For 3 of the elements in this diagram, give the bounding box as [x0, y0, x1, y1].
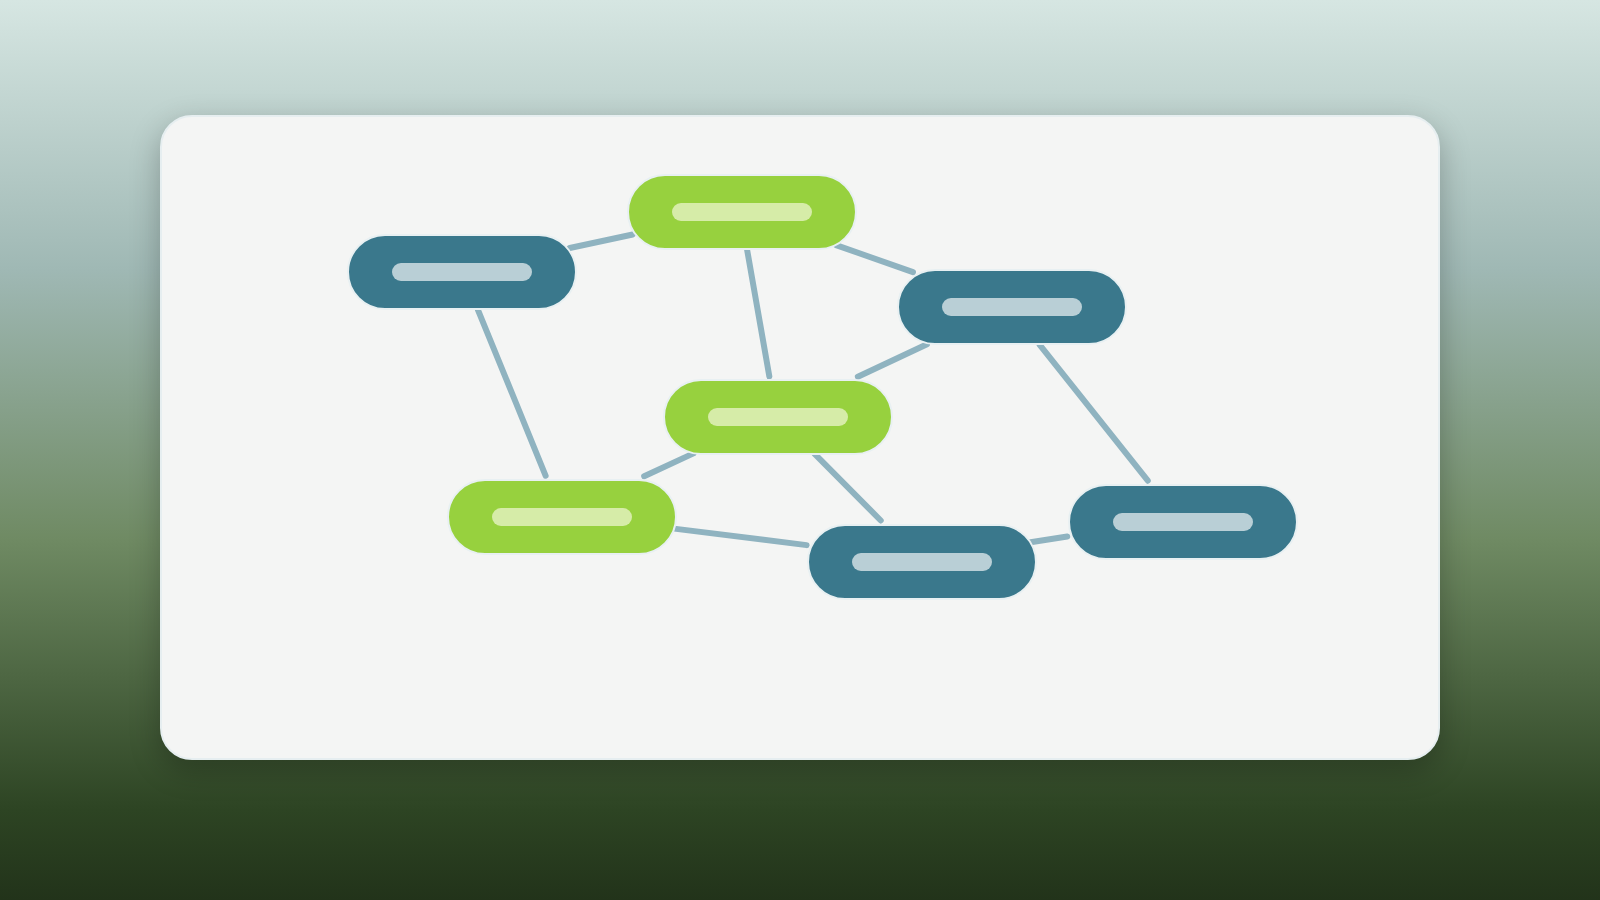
connector-line	[566, 231, 636, 251]
connector-line	[833, 242, 916, 276]
pill-node	[347, 234, 577, 310]
